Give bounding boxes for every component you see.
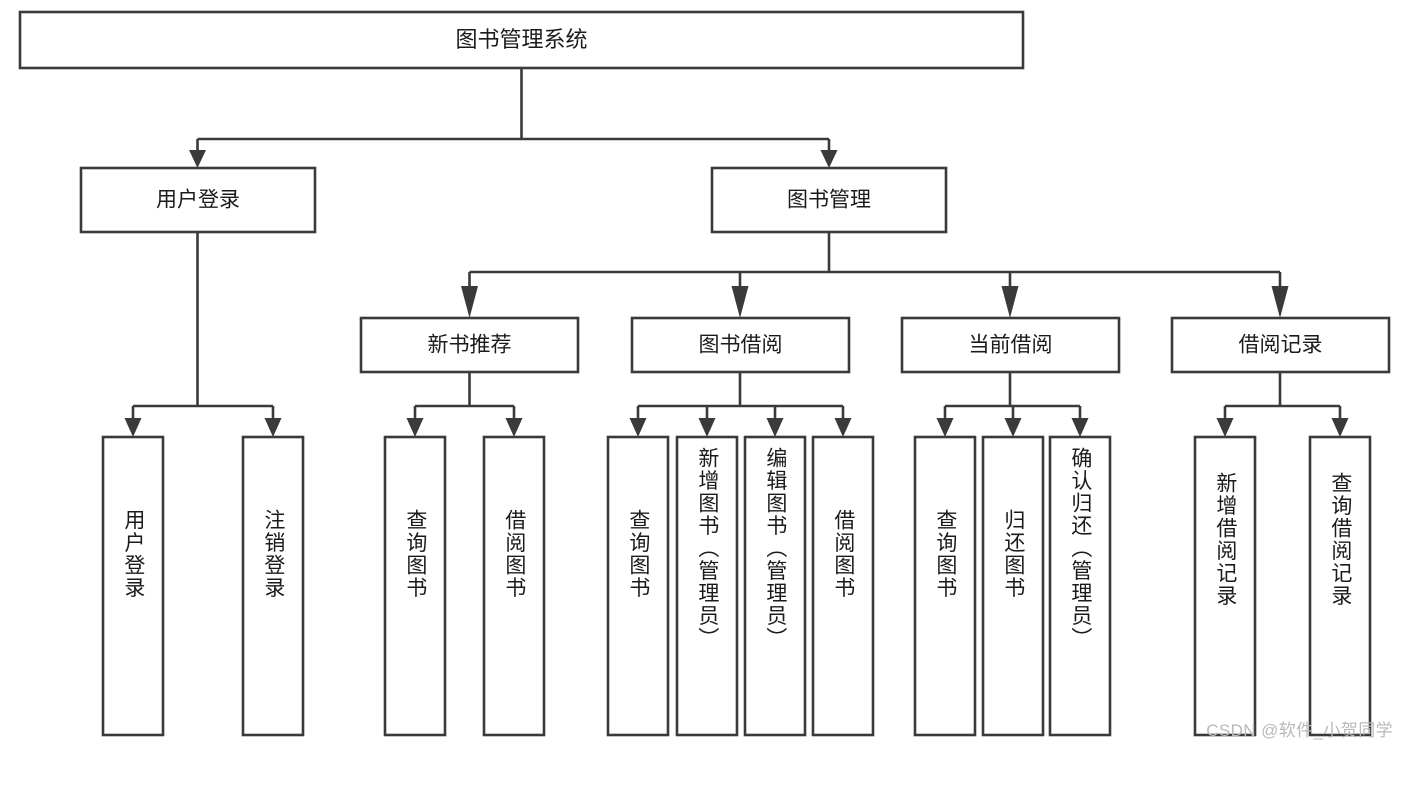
tree-diagram-svg: 图书管理系统 用户登录 图书管理 新书推荐 图书借阅 当前借阅 借阅记录 bbox=[18, 10, 1391, 737]
node-current-borrow-box[interactable] bbox=[900, 316, 1121, 374]
arrow-to-user-login-do bbox=[124, 418, 142, 437]
node-edit-book-box[interactable] bbox=[743, 435, 807, 737]
node-user-logout-box[interactable] bbox=[241, 435, 305, 737]
node-book-management[interactable]: 图书管理 bbox=[710, 166, 948, 234]
arrow-to-query-book-2 bbox=[629, 418, 647, 437]
csdn-watermark: CSDN @软件_小贺同学 bbox=[1206, 721, 1393, 740]
node-add-book-box[interactable] bbox=[675, 435, 739, 737]
arrow-to-book-borrow bbox=[731, 286, 749, 318]
node-current-borrow-label: 当前借阅 bbox=[969, 334, 1053, 357]
node-query-book-2-box[interactable] bbox=[606, 435, 670, 737]
arrow-to-borrow-records bbox=[1271, 286, 1289, 318]
node-user-login-do-box[interactable] bbox=[101, 435, 165, 737]
node-book-borrow-box[interactable] bbox=[630, 316, 851, 374]
arrow-to-query-book-3 bbox=[936, 418, 954, 437]
node-user-login-label: 用户登录 bbox=[156, 189, 240, 212]
arrow-to-return-book bbox=[1004, 418, 1022, 437]
node-user-login[interactable]: 用户登录 bbox=[79, 166, 317, 234]
node-borrow-records[interactable]: 借阅记录 bbox=[1170, 316, 1391, 374]
arrow-to-confirm-return bbox=[1071, 418, 1089, 437]
node-root-box[interactable] bbox=[18, 10, 1025, 70]
node-borrow-book-2-box[interactable] bbox=[811, 435, 875, 737]
arrow-to-user-login bbox=[189, 150, 206, 168]
diagram-canvas: 图书管理系统 用户登录 图书管理 新书推荐 图书借阅 当前借阅 借阅记录 bbox=[18, 10, 1393, 740]
connector-layer bbox=[124, 68, 1349, 437]
node-book-management-box[interactable] bbox=[710, 166, 948, 234]
arrow-to-borrow-book-1 bbox=[505, 418, 523, 437]
node-borrow-book-1-box[interactable] bbox=[482, 435, 546, 737]
node-borrow-records-label: 借阅记录 bbox=[1239, 334, 1323, 357]
node-query-book-3-box[interactable] bbox=[913, 435, 977, 737]
node-book-borrow-label: 图书借阅 bbox=[699, 334, 783, 357]
arrow-to-new-book-recommend bbox=[461, 286, 478, 318]
arrow-to-user-logout bbox=[264, 418, 282, 437]
node-book-management-label: 图书管理 bbox=[787, 189, 871, 212]
arrow-to-borrow-book-2 bbox=[834, 418, 852, 437]
arrow-to-add-book bbox=[698, 418, 716, 437]
node-query-book-1-box[interactable] bbox=[383, 435, 447, 737]
node-root[interactable]: 图书管理系统 bbox=[18, 10, 1025, 70]
node-current-borrow[interactable]: 当前借阅 bbox=[900, 316, 1121, 374]
node-new-book-recommend-box[interactable] bbox=[359, 316, 580, 374]
node-book-borrow[interactable]: 图书借阅 bbox=[630, 316, 851, 374]
leaf-box-layer bbox=[101, 435, 1372, 737]
node-borrow-records-box[interactable] bbox=[1170, 316, 1391, 374]
node-add-borrow-record-box[interactable] bbox=[1193, 435, 1257, 737]
arrow-to-query-book-1 bbox=[406, 418, 424, 437]
node-root-label: 图书管理系统 bbox=[455, 27, 587, 52]
arrow-to-current-borrow bbox=[1001, 286, 1019, 318]
arrow-to-book-management bbox=[820, 150, 838, 168]
arrow-to-query-borrow-record bbox=[1331, 418, 1349, 437]
arrow-to-edit-book bbox=[766, 418, 784, 437]
node-return-book-box[interactable] bbox=[981, 435, 1045, 737]
arrow-to-add-borrow-record bbox=[1216, 418, 1234, 437]
node-confirm-return-box[interactable] bbox=[1048, 435, 1112, 737]
node-query-borrow-record-box[interactable] bbox=[1308, 435, 1372, 737]
node-new-book-recommend[interactable]: 新书推荐 bbox=[359, 316, 580, 374]
node-new-book-recommend-label: 新书推荐 bbox=[428, 334, 512, 357]
node-user-login-box[interactable] bbox=[79, 166, 317, 234]
